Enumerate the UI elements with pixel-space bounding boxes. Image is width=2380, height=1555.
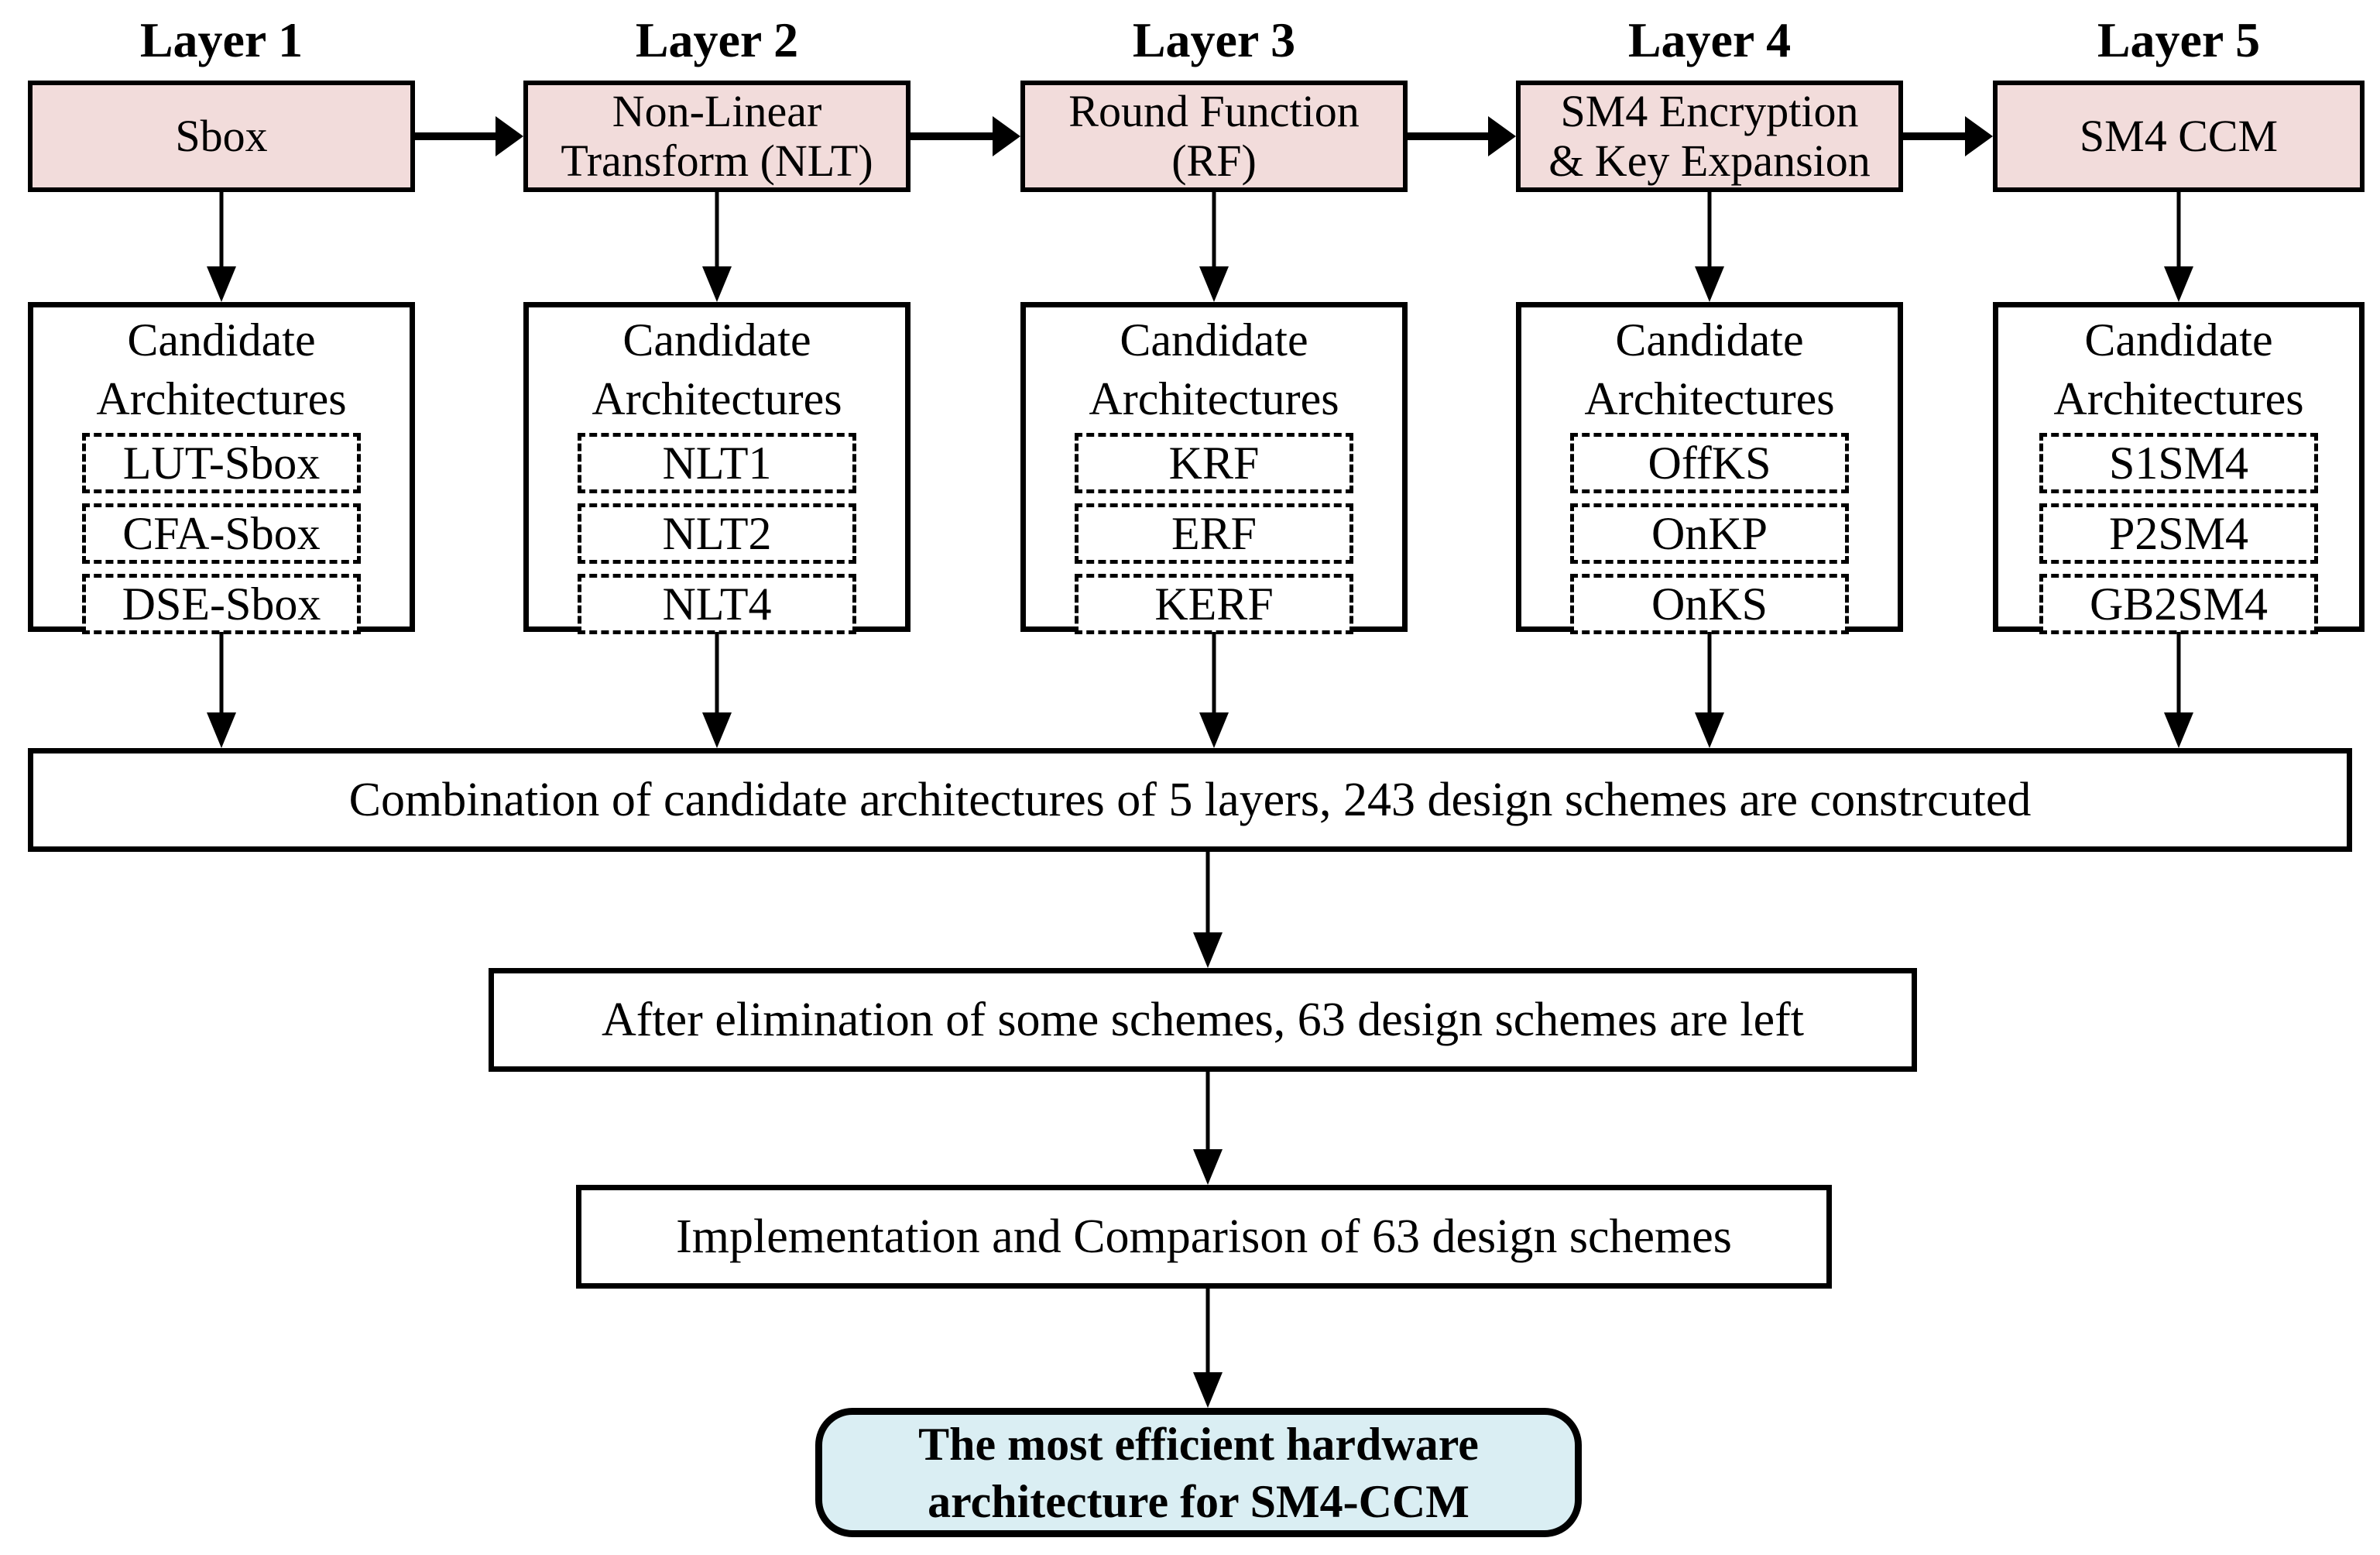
candidate-item: OffKS [1570, 433, 1849, 493]
arrow-head-icon [1193, 1149, 1223, 1185]
arrow-head-icon [207, 712, 236, 748]
layer-header: Layer 5 [2097, 12, 2261, 67]
candidate-architectures-box: Candidate Architectures KRF ERF KERF [1020, 302, 1408, 634]
arrow-line [1205, 1072, 1210, 1154]
right-arrow [1903, 116, 1993, 156]
layer-column-1: Layer 1 Sbox Candidate Architectures LUT… [28, 0, 415, 759]
combination-box: Combination of candidate architectures o… [28, 748, 2352, 852]
down-arrow [206, 632, 237, 748]
result-box: The most efficient hardware architecture… [815, 1408, 1582, 1537]
candidate-item: DSE-Sbox [82, 574, 361, 634]
candidate-item: GB2SM4 [2039, 574, 2318, 634]
candidate-architectures-title: Candidate Architectures [96, 314, 347, 424]
right-arrow [415, 116, 523, 156]
candidate-item: ERF [1075, 503, 1353, 564]
candidate-item: NLT2 [578, 503, 856, 564]
module-box: SM4 Encryption & Key Expansion [1516, 81, 1903, 192]
candidate-architectures-box: Candidate Architectures LUT-Sbox CFA-Sbo… [28, 302, 415, 634]
elimination-box: After elimination of some schemes, 63 de… [489, 968, 1917, 1072]
arrow-line [1205, 852, 1210, 937]
layer-column-3: Layer 3 Round Function (RF) Candidate Ar… [1020, 0, 1408, 759]
arrow-head-icon [207, 266, 236, 302]
right-arrow [1408, 116, 1516, 156]
layer-column-4: Layer 4 SM4 Encryption & Key Expansion C… [1516, 0, 1903, 759]
candidate-item: OnKP [1570, 503, 1849, 564]
arrow-line [1903, 132, 1970, 140]
arrow-line [715, 632, 719, 717]
layer-header: Layer 3 [1132, 12, 1296, 67]
candidate-item: KERF [1075, 574, 1353, 634]
arrow-line [2176, 192, 2181, 271]
arrow-line [219, 632, 224, 717]
candidate-architectures-box: Candidate Architectures NLT1 NLT2 NLT4 [523, 302, 911, 634]
module-box: SM4 CCM [1993, 81, 2365, 192]
candidate-architectures-title: Candidate Architectures [1584, 314, 1835, 424]
arrow-head-icon [702, 266, 732, 302]
candidate-item: S1SM4 [2039, 433, 2318, 493]
down-arrow [2163, 632, 2194, 748]
layer-column-5: Layer 5 SM4 CCM Candidate Architectures … [1993, 0, 2365, 759]
arrow-line [715, 192, 719, 271]
implementation-box: Implementation and Comparison of 63 desi… [576, 1185, 1832, 1289]
arrow-head-icon [1695, 712, 1724, 748]
layer-column-2: Layer 2 Non-Linear Transform (NLT) Candi… [523, 0, 911, 759]
arrow-line [1212, 632, 1216, 717]
candidate-architectures-title: Candidate Architectures [2053, 314, 2304, 424]
candidate-item: NLT1 [578, 433, 856, 493]
arrow-line [1707, 192, 1712, 271]
arrow-head-icon [496, 116, 523, 156]
module-box: Non-Linear Transform (NLT) [523, 81, 911, 192]
arrow-head-icon [2164, 266, 2193, 302]
arrow-head-icon [993, 116, 1020, 156]
down-arrow [701, 632, 732, 748]
arrow-line [415, 132, 500, 140]
candidate-architectures-box: Candidate Architectures OffKS OnKP OnKS [1516, 302, 1903, 634]
down-arrow [1192, 1072, 1223, 1185]
arrow-head-icon [1199, 712, 1229, 748]
arrow-line [1408, 132, 1493, 140]
candidate-architectures-title: Candidate Architectures [1089, 314, 1339, 424]
candidate-architectures-title: Candidate Architectures [592, 314, 842, 424]
candidate-item: P2SM4 [2039, 503, 2318, 564]
down-arrow [1192, 1289, 1223, 1408]
arrow-head-icon [1193, 932, 1223, 968]
down-arrow [1192, 852, 1223, 968]
right-arrow [911, 116, 1020, 156]
module-box: Sbox [28, 81, 415, 192]
layer-header: Layer 1 [139, 12, 304, 67]
down-arrow [1199, 632, 1229, 748]
down-arrow [206, 192, 237, 302]
candidate-item: KRF [1075, 433, 1353, 493]
arrow-line [911, 132, 997, 140]
down-arrow [1694, 192, 1725, 302]
candidate-item: LUT-Sbox [82, 433, 361, 493]
down-arrow [1199, 192, 1229, 302]
layer-header: Layer 2 [635, 12, 799, 67]
arrow-line [1707, 632, 1712, 717]
arrow-head-icon [1199, 266, 1229, 302]
down-arrow [1694, 632, 1725, 748]
arrow-line [2176, 632, 2181, 717]
arrow-head-icon [2164, 712, 2193, 748]
candidate-item: NLT4 [578, 574, 856, 634]
arrow-line [1212, 192, 1216, 271]
down-arrow [2163, 192, 2194, 302]
arrow-head-icon [1695, 266, 1724, 302]
candidate-architectures-box: Candidate Architectures S1SM4 P2SM4 GB2S… [1993, 302, 2365, 634]
arrow-line [219, 192, 224, 271]
layer-header: Layer 4 [1627, 12, 1792, 67]
arrow-line [1205, 1289, 1210, 1377]
arrow-head-icon [1965, 116, 1993, 156]
module-box: Round Function (RF) [1020, 81, 1408, 192]
candidate-item: OnKS [1570, 574, 1849, 634]
down-arrow [701, 192, 732, 302]
arrow-head-icon [1193, 1372, 1223, 1408]
candidate-item: CFA-Sbox [82, 503, 361, 564]
arrow-head-icon [1488, 116, 1516, 156]
arrow-head-icon [702, 712, 732, 748]
